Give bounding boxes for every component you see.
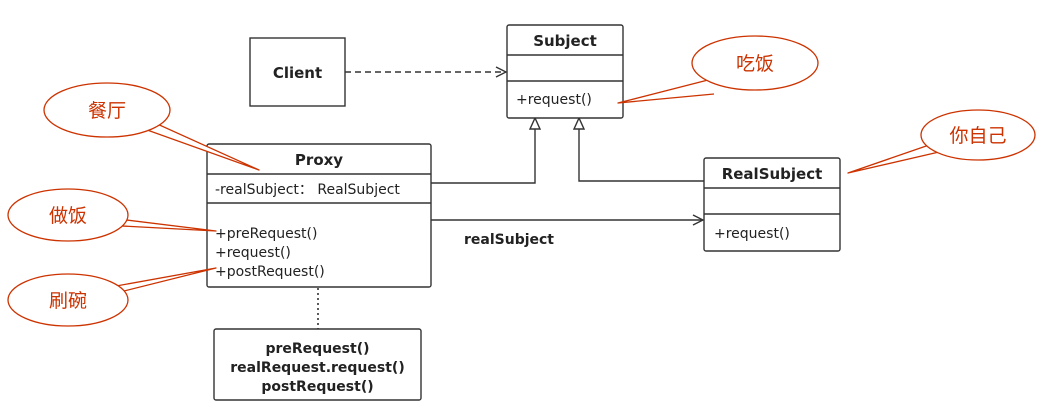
- realsubject-class-name: RealSubject: [722, 165, 823, 183]
- client-class[interactable]: Client: [249, 37, 346, 107]
- realsubject-generalization-arrowhead: [572, 116, 586, 130]
- subject-method-request: +request(): [516, 92, 592, 108]
- proxy-attribute-realsubject: -realSubject： RealSubject: [215, 182, 400, 198]
- client-class-name: Client: [273, 64, 322, 82]
- proxy-generalization-line: [431, 129, 536, 184]
- proxy-class-name: Proxy: [295, 151, 343, 169]
- callout-yourself-text: 你自己: [949, 125, 1006, 147]
- subject-class[interactable]: Subject +request(): [506, 24, 624, 119]
- note-box[interactable]: preRequest() realRequest.request() postR…: [213, 328, 422, 401]
- realsubject-class[interactable]: RealSubject +request(): [703, 157, 841, 252]
- association-label: realSubject: [464, 232, 554, 248]
- callout-yourself: 你自己: [847, 109, 1036, 174]
- note-line-prerequest: preRequest(): [265, 341, 369, 357]
- proxy-method-prerequest: +preRequest(): [215, 226, 317, 242]
- proxy-class[interactable]: Proxy -realSubject： RealSubject +preRequ…: [206, 143, 432, 288]
- callout-restaurant: 餐厅: [43, 82, 260, 171]
- note-line-postrequest: postRequest(): [261, 379, 373, 395]
- callout-cook: 做饭: [7, 188, 217, 242]
- callout-wash-text: 刷碗: [49, 290, 87, 312]
- callout-cook-text: 做饭: [49, 205, 87, 227]
- realsubject-generalization-line: [578, 129, 704, 182]
- proxy-method-postrequest: +postRequest(): [215, 264, 325, 280]
- callout-eat-text: 吃饭: [736, 53, 774, 75]
- subject-class-name: Subject: [533, 32, 597, 50]
- callout-restaurant-text: 餐厅: [88, 100, 126, 122]
- callout-wash: 刷碗: [7, 267, 217, 327]
- proxy-method-request: +request(): [215, 245, 291, 261]
- realsubject-method-request: +request(): [714, 226, 790, 242]
- callout-eat: 吃饭: [617, 35, 819, 104]
- proxy-generalization-arrowhead: [528, 116, 542, 130]
- note-line-realrequest: realRequest.request(): [230, 360, 404, 376]
